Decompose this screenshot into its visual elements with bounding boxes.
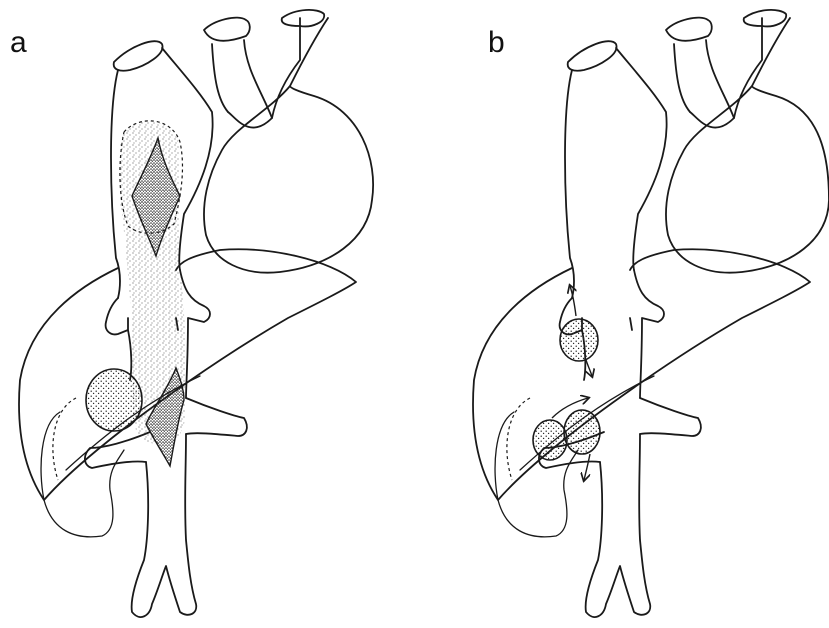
arrow-down-upper xyxy=(586,360,592,376)
tumor-node-upper xyxy=(560,319,598,361)
arrow-down-lower xyxy=(584,454,590,480)
panel-label-a: a xyxy=(10,26,27,59)
vena-cava-upper-b xyxy=(565,41,667,298)
renal-vein-left xyxy=(85,432,150,468)
heart-outline xyxy=(204,18,373,273)
panel-a: a xyxy=(10,10,373,617)
tumor-mass xyxy=(86,369,142,431)
renal-vein-right xyxy=(186,398,247,436)
panel-b: b xyxy=(473,10,829,617)
great-vessel-1 xyxy=(204,18,272,118)
great-vessel-2 xyxy=(282,10,324,26)
great-vessel-1-b xyxy=(666,18,734,118)
panel-label-b: b xyxy=(488,26,505,59)
great-vessel-2-b xyxy=(744,10,786,26)
heart-outline-b xyxy=(666,18,829,273)
kidney-dashed xyxy=(53,398,76,480)
renal-vein-right-b xyxy=(640,398,701,436)
kidney-dashed-b xyxy=(507,398,530,480)
tumor-node-lower-right xyxy=(564,410,600,454)
